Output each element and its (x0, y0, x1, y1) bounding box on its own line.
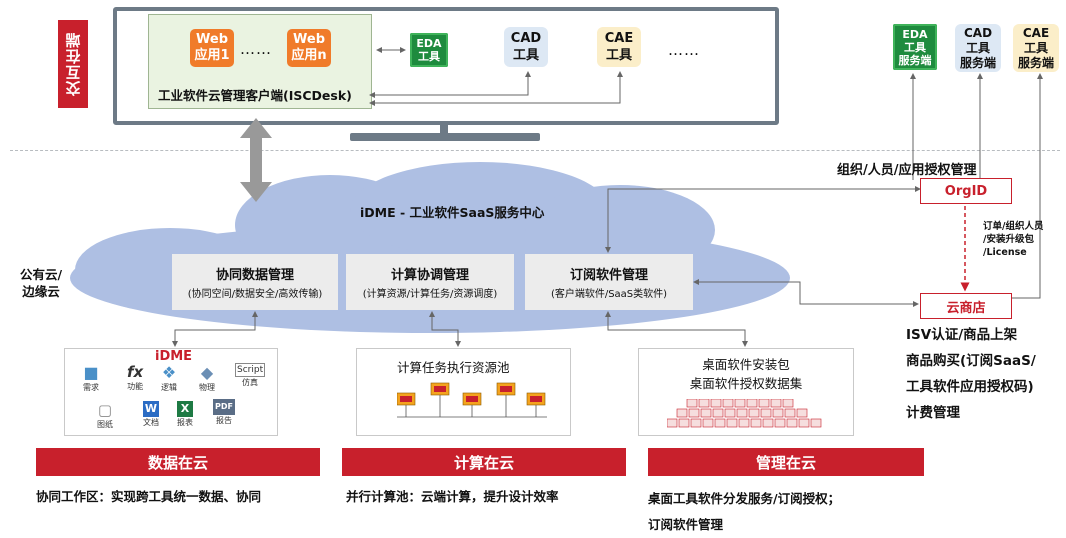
link-note-line1: 订单/组织人员 (983, 221, 1044, 232)
public-cloud-label-line2: 边缘云 (22, 284, 60, 299)
iscdesk-title: 工业软件云管理客户端(ISCDesk) (158, 88, 352, 103)
web-app-1-label: Web (196, 32, 228, 47)
eda-tool-label: EDA (416, 37, 442, 50)
public-cloud-label: 公有云/ 边缘云 (20, 266, 62, 300)
monitor-neck (440, 121, 448, 135)
compute-nodes-icon (397, 382, 547, 418)
caption-manage-line2: 订阅软件管理 (648, 517, 724, 532)
software-pool-text: 桌面软件安装包 桌面软件授权数据集 (639, 355, 853, 393)
requirement-icon: ■需求 (83, 363, 99, 392)
cae-server-label: CAE (1022, 25, 1050, 40)
orgid-heading: 组织/人员/应用授权管理 (837, 163, 977, 178)
monitor-base (350, 133, 540, 141)
web-app-1[interactable]: Web 应用1 (190, 29, 234, 67)
panel-compute[interactable]: 计算协调管理 (计算资源/计算任务/资源调度) (346, 254, 514, 310)
caption-manage-line1: 桌面工具软件分发服务/订阅授权； (648, 491, 841, 506)
store-line-1: ISV认证/商品上架 (906, 327, 1018, 343)
panel-collab-data-title: 协同数据管理 (215, 268, 294, 283)
cae-server-label-2: 工具 (1023, 40, 1048, 55)
web-apps-ellipsis: …… (240, 40, 272, 58)
panel-subscription-sub: (客户端软件/SaaS类软件) (550, 289, 668, 300)
banner-compute-in-cloud: 计算在云 (342, 448, 626, 476)
banner-data-in-cloud: 数据在云 (36, 448, 320, 476)
compute-pool-box: 计算任务执行资源池 (356, 348, 571, 436)
caption-manage: 桌面工具软件分发服务/订阅授权； 订阅软件管理 (648, 486, 840, 538)
eda-server-label: EDA (902, 27, 928, 41)
software-pool-line1: 桌面软件安装包 (702, 357, 790, 372)
caption-compute: 并行计算池：云端计算，提升设计效率 (346, 489, 559, 504)
eda-tool-chip-icon[interactable]: EDA 工具 (410, 33, 448, 67)
software-pool-line2: 桌面软件授权数据集 (689, 376, 803, 391)
link-note-line2: /安装升级包 (983, 234, 1034, 245)
eda-server-label-3: 服务端 (898, 53, 932, 67)
panel-collab-data-sub: (协同空间/数据安全/高效传输) (187, 289, 323, 300)
web-app-1-sublabel: 应用1 (194, 48, 230, 63)
logic-icon: ❖逻辑 (161, 363, 177, 392)
banner-manage-in-cloud: 管理在云 (648, 448, 924, 476)
link-note-line3: /License (983, 247, 1027, 258)
cae-tool-label: CAE (604, 31, 634, 46)
cad-tool[interactable]: CAD 工具 (504, 27, 548, 67)
physical-icon: ◆物理 (199, 363, 215, 392)
compute-pool-title: 计算任务执行资源池 (397, 360, 510, 375)
iscdesk-client-box (148, 14, 372, 109)
orgid-box[interactable]: OrgID (920, 178, 1012, 204)
cad-server-label-3: 服务端 (959, 55, 996, 70)
cad-server-label-2: 工具 (965, 40, 990, 55)
tools-ellipsis: …… (668, 41, 700, 59)
panel-collab-data[interactable]: 协同数据管理 (协同空间/数据安全/高效传输) (172, 254, 338, 310)
cae-tool-sublabel: 工具 (605, 48, 632, 63)
layer-divider (10, 150, 1060, 151)
store-line-4: 计费管理 (906, 405, 960, 421)
cad-tool-label: CAD (510, 31, 542, 46)
idme-brand: iDME (155, 349, 193, 364)
web-app-n[interactable]: Web 应用n (287, 29, 331, 67)
cad-server[interactable]: CAD 工具 服务端 (955, 24, 1001, 72)
web-app-n-sublabel: 应用n (291, 48, 327, 63)
cad-tool-sublabel: 工具 (512, 48, 539, 63)
client-cloud-double-arrow (240, 118, 272, 202)
store-line-2: 商品购买(订阅SaaS/ (906, 353, 1036, 369)
panel-subscription-title: 订阅软件管理 (569, 268, 648, 283)
cae-server-label-3: 服务端 (1017, 55, 1054, 70)
panel-compute-title: 计算协调管理 (390, 268, 469, 283)
eda-server-chip-icon[interactable]: EDA 工具 服务端 (893, 24, 937, 70)
panel-subscription[interactable]: 订阅软件管理 (客户端软件/SaaS类软件) (525, 254, 693, 310)
cad-server-label: CAD (963, 25, 993, 40)
drawing-icon: ▢图纸 (97, 401, 113, 429)
store-line-3: 工具软件应用授权码) (906, 379, 1034, 395)
orgid-store-link-note: 订单/组织人员 /安装升级包 /License (983, 220, 1043, 259)
web-app-n-label: Web (293, 32, 325, 47)
panel-compute-sub: (计算资源/计算任务/资源调度) (362, 289, 498, 300)
cae-server[interactable]: CAE 工具 服务端 (1013, 24, 1059, 72)
eda-server-label-2: 工具 (904, 40, 926, 54)
cloud-title: iDME - 工业软件SaaS服务中心 (360, 205, 545, 220)
public-cloud-label-line1: 公有云/ (20, 267, 63, 282)
caption-data: 协同工作区：实现跨工具统一数据、协同 (36, 489, 262, 504)
license-packages-icon (667, 399, 822, 428)
cloud-store-box[interactable]: 云商店 (920, 293, 1012, 319)
eda-tool-sublabel: 工具 (418, 50, 440, 63)
software-pool-box: 桌面软件安装包 桌面软件授权数据集 (638, 348, 854, 436)
cae-tool[interactable]: CAE 工具 (597, 27, 641, 67)
store-description: ISV认证/商品上架 商品购买(订阅SaaS/ 工具软件应用授权码) 计费管理 (906, 322, 1036, 426)
